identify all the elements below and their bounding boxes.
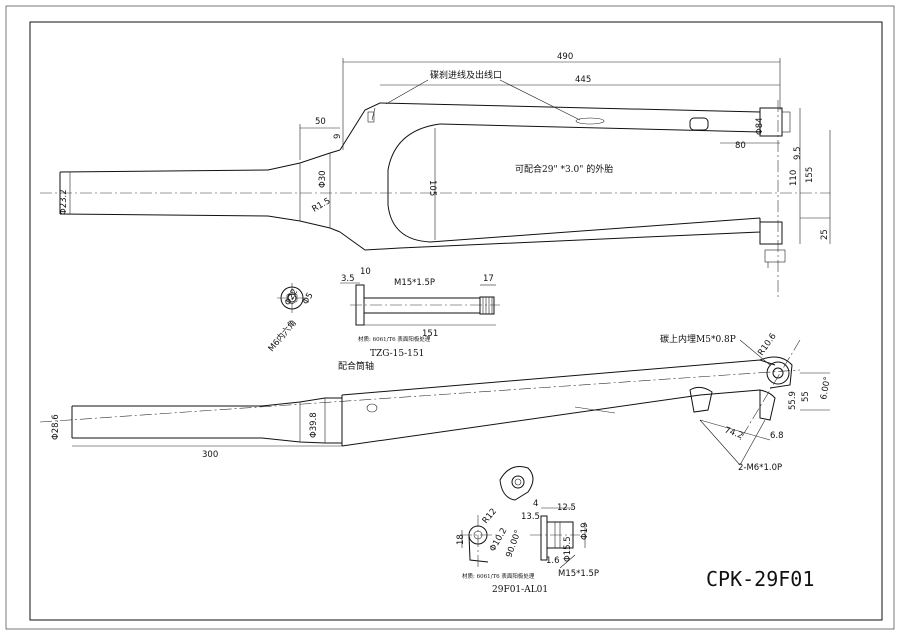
dim-r1-5: R1.5 <box>311 196 333 214</box>
dim-25: 25 <box>820 229 830 240</box>
dim-9: 9 <box>333 134 343 139</box>
dropout-part-no: 29F01-AL01 <box>492 585 548 595</box>
model-title: CPK-29F01 <box>706 567 814 591</box>
dim-3-5: 3.5 <box>341 274 355 284</box>
bolt-note: 2-M6*1.0P <box>738 463 782 473</box>
dim-105: 105 <box>427 180 437 196</box>
dim-4: 4 <box>533 499 538 509</box>
dim-phi15-5: Φ15.5 <box>563 536 573 562</box>
top-view: 490 445 碟刹进线及出线口 50 9 105 可配合29" *3.0" 的… <box>40 52 831 300</box>
dim-phi84: Φ84 <box>755 117 765 135</box>
dropout-thread: M15*1.5P <box>558 569 599 579</box>
dim-phi39-8: Φ39.8 <box>309 412 319 438</box>
dim-18: 18 <box>456 534 466 545</box>
axle-detail: Φ22 Φ5 M6内六角 3.5 10 M15*1.5P 17 151 材质: … <box>266 267 500 372</box>
insert-note: 碳上内埋M5*0.8P <box>660 333 736 345</box>
dim-phi22: Φ22 <box>283 287 300 307</box>
dim-6-00: 6.00° <box>819 376 833 401</box>
dim-phi5: Φ5 <box>301 291 316 306</box>
outer-border <box>5 5 895 630</box>
dim-155: 155 <box>805 167 815 183</box>
dim-6-8: 6.8 <box>770 431 784 441</box>
dim-110: 110 <box>789 170 799 186</box>
dim-74-2: 74.2 <box>723 425 744 441</box>
dim-80: 80 <box>735 141 746 151</box>
dim-inner: 445 <box>575 75 591 85</box>
dropout-material: 材质: 6061/T6 表面阳极处理 <box>462 572 535 580</box>
dim-10: 10 <box>360 267 371 277</box>
dim-17: 17 <box>483 274 494 284</box>
axle-thread: M15*1.5P <box>394 278 435 288</box>
dim-55-9: 55.9 <box>788 391 798 410</box>
dim-phi28-6: Φ28.6 <box>51 414 61 440</box>
brake-note: 碟刹进线及出线口 <box>430 69 502 81</box>
inner-border <box>29 21 883 621</box>
dim-55: 55 <box>801 391 811 402</box>
dim-9-5: 9.5 <box>793 146 803 160</box>
dim-phi30: Φ30 <box>318 170 328 188</box>
side-view: Φ28.6 Φ39.8 300 R10.6 碳上内埋M5*0.8P 6.00° … <box>39 332 833 473</box>
axle-part-no: TZG-15-151 <box>370 349 424 359</box>
dim-phi19: Φ19 <box>580 522 590 540</box>
dim-phi23-2: Φ23.2 <box>59 189 69 215</box>
dim-r10-6: R10.6 <box>756 332 778 358</box>
tire-note: 可配合29" *3.0" 的外胎 <box>515 163 613 175</box>
dim-300: 300 <box>202 450 218 460</box>
dim-1-6: 1.6 <box>546 556 560 566</box>
dim-13-5: 13.5 <box>521 512 540 522</box>
dim-12-5: 12.5 <box>557 503 576 513</box>
axle-material: 材质: 6061/T6 表面阳极处理 <box>358 335 431 343</box>
dim-151: 151 <box>422 329 438 339</box>
dim-r12: R12 <box>481 507 499 526</box>
dim-50: 50 <box>315 117 326 127</box>
dim-overall: 490 <box>557 52 573 62</box>
dropout-detail: R12 18 Φ10.2 90.00° 4 12.5 13.5 Φ19 Φ15.… <box>456 466 599 595</box>
hex-label: M6内六角 <box>266 318 299 354</box>
axle-caption: 配合筒轴 <box>338 360 374 372</box>
